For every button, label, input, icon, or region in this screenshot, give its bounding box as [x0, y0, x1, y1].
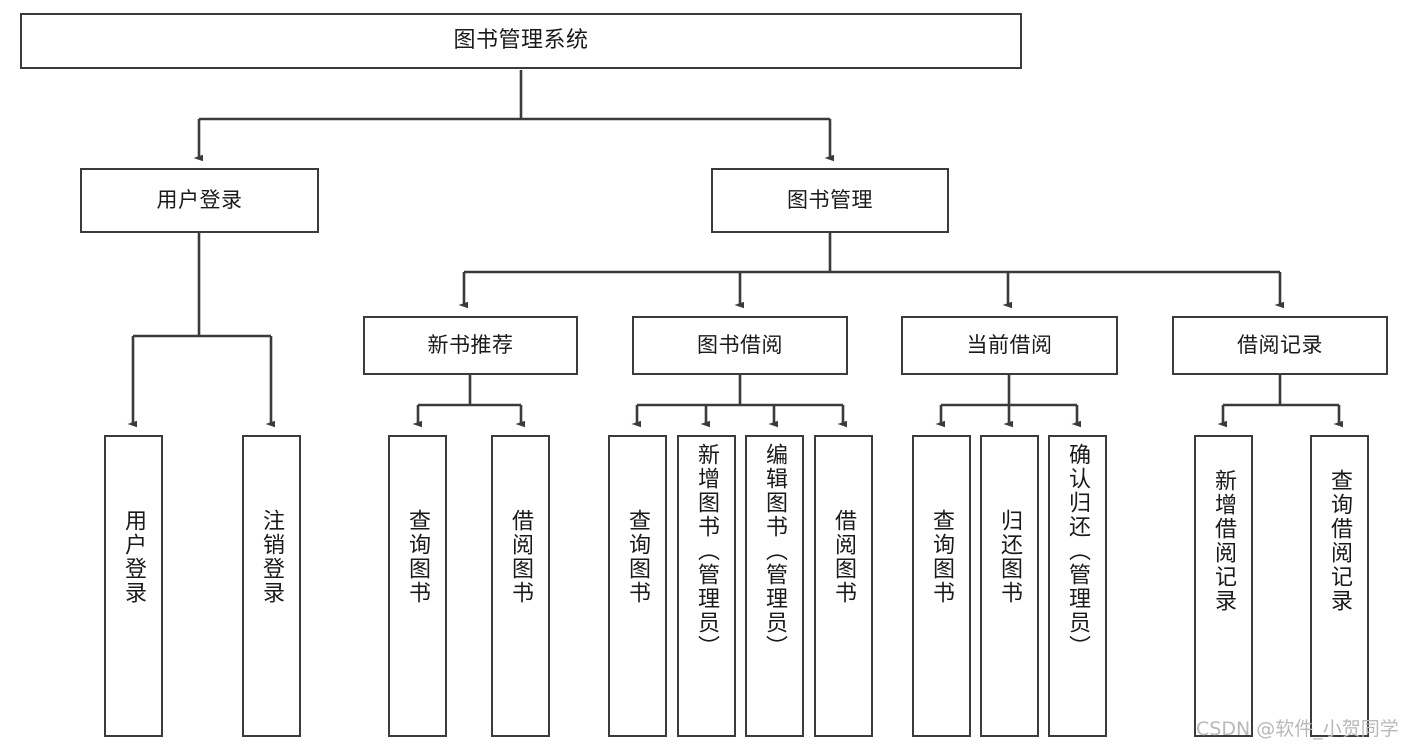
node-label: 新书推荐 [427, 333, 514, 358]
node-label: 新增图书（管理员） [694, 443, 720, 659]
leaf-query-book-current[interactable]: 查询图书 [912, 435, 971, 737]
node-label: 用户登录 [121, 509, 147, 605]
node-label: 查询图书 [625, 509, 651, 605]
leaf-query-book-borrow[interactable]: 查询图书 [608, 435, 667, 737]
node-user-login[interactable]: 用户登录 [80, 168, 319, 233]
leaf-user-logout[interactable]: 注销登录 [242, 435, 301, 737]
node-label: 注销登录 [259, 509, 285, 605]
leaf-query-book-new-recommend[interactable]: 查询图书 [388, 435, 447, 737]
node-label: 图书管理 [787, 188, 873, 213]
node-current-borrow[interactable]: 当前借阅 [901, 316, 1118, 375]
leaf-edit-book-admin[interactable]: 编辑图书（管理员） [745, 435, 804, 737]
node-label: 用户登录 [156, 188, 243, 213]
node-label: 查询图书 [929, 509, 955, 605]
leaf-add-borrow-record[interactable]: 新增借阅记录 [1194, 435, 1253, 737]
leaf-query-borrow-record[interactable]: 查询借阅记录 [1310, 435, 1369, 737]
leaf-borrow-book-borrow[interactable]: 借阅图书 [814, 435, 873, 737]
leaf-user-login[interactable]: 用户登录 [104, 435, 163, 737]
leaf-return-book[interactable]: 归还图书 [980, 435, 1039, 737]
node-label: 归还图书 [997, 509, 1023, 605]
node-label: 查询图书 [405, 509, 431, 605]
leaf-borrow-book-new-recommend[interactable]: 借阅图书 [491, 435, 550, 737]
node-root-book-management-system[interactable]: 图书管理系统 [20, 13, 1022, 69]
node-label: 确认归还（管理员） [1065, 443, 1091, 659]
node-new-book-recommend[interactable]: 新书推荐 [363, 316, 578, 375]
node-label: 借阅图书 [831, 509, 857, 605]
node-book-borrow[interactable]: 图书借阅 [632, 316, 848, 375]
node-borrow-record[interactable]: 借阅记录 [1172, 316, 1388, 375]
node-book-manage[interactable]: 图书管理 [711, 168, 949, 233]
leaf-add-book-admin[interactable]: 新增图书（管理员） [677, 435, 736, 737]
node-label: 查询借阅记录 [1327, 469, 1353, 613]
node-label: 借阅图书 [508, 509, 534, 605]
node-label: 当前借阅 [966, 333, 1053, 358]
leaf-confirm-return-admin[interactable]: 确认归还（管理员） [1048, 435, 1107, 737]
node-label: 编辑图书（管理员） [762, 443, 788, 659]
node-label: 图书管理系统 [453, 28, 589, 54]
node-label: 借阅记录 [1237, 333, 1323, 358]
watermark-csdn: CSDN @软件_小贺同学 [1196, 718, 1399, 740]
node-label: 图书借阅 [697, 333, 783, 358]
node-label: 新增借阅记录 [1211, 469, 1237, 613]
